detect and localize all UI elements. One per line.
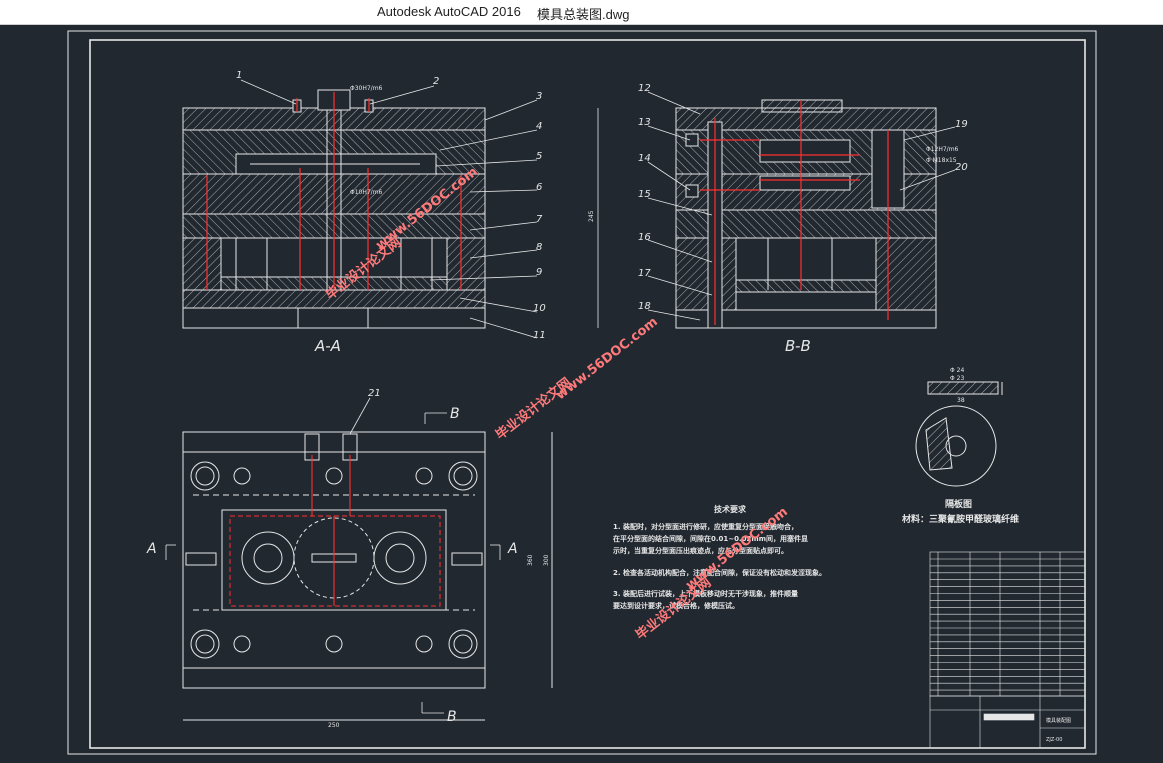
section-mark-b-top: B	[450, 406, 460, 422]
detail-label: 隔板图	[945, 498, 972, 510]
balloon-6: 6	[536, 182, 542, 193]
tech-line-3: 示时，当重复分型面压出痕迹点，应与分型面贴点即可。	[612, 546, 788, 555]
detail-dim-2: Φ 23	[950, 375, 964, 382]
balloon-16: 16	[638, 232, 651, 243]
detail-dim-3: 38	[957, 397, 965, 404]
dim-h-side: 245	[588, 210, 595, 222]
title-block-text: 模具装配图 ZJZ-00	[1046, 717, 1071, 743]
outer-frame	[67, 30, 1097, 755]
section-mark-a-right: A	[507, 541, 518, 557]
watermark-cn-2: 毕业设计论文网	[493, 375, 575, 444]
detail-dim-1: Φ 24	[950, 367, 964, 374]
section-view-aa[interactable]	[182, 89, 486, 329]
tech-title: 技术要求	[714, 504, 747, 514]
balloon-21: 21	[368, 388, 381, 399]
balloon-4: 4	[536, 121, 542, 132]
detail-dims: Φ 24 Φ 23 38	[950, 367, 965, 404]
balloon-17: 17	[638, 268, 651, 279]
dim-w-bottom: 250	[328, 722, 340, 729]
tech-line-4: 2. 检查各活动机构配合，注意配合间隙，保证没有松动和发涩现象。	[613, 568, 826, 577]
parts-list[interactable]	[929, 551, 1086, 749]
detail-material: 材料：三聚氰胺甲醛玻璃纤维	[901, 513, 1019, 525]
fit-label-1: Φ30H7/m6	[350, 85, 383, 92]
balloon-5: 5	[536, 151, 542, 162]
balloon-14: 14	[638, 153, 651, 164]
fit-label-3: Φ12H7/m6	[926, 146, 959, 153]
file-name: 模具总装图.dwg	[537, 7, 630, 22]
cad-drawing: 1 2 3 4 5 6 7 8 9 10 11 Φ30H7/m6 Φ10H7/m…	[67, 30, 1097, 755]
fits-aa: Φ30H7/m6 Φ10H7/m6	[350, 85, 383, 196]
balloon-13: 13	[638, 117, 651, 128]
inner-frame	[89, 39, 1086, 749]
balloon-1: 1	[236, 70, 242, 81]
view-label-aa: A-A	[314, 337, 341, 355]
tech-line-5: 3. 装配后进行试装，上下模板移动时无干涉现象，推件顺量	[613, 589, 798, 598]
leaders-aa	[240, 79, 538, 339]
detail-view[interactable]	[915, 381, 1003, 487]
balloon-18: 18	[638, 301, 651, 312]
balloons-aa: 1 2 3 4 5 6 7 8 9 10 11	[236, 70, 546, 341]
balloon-10: 10	[533, 303, 546, 314]
view-label-bb: B-B	[785, 337, 811, 355]
drawing-canvas[interactable]: 1 2 3 4 5 6 7 8 9 10 11 Φ30H7/m6 Φ10H7/m…	[0, 25, 1163, 759]
section-arrows	[165, 397, 501, 714]
balloon-19: 19	[955, 119, 968, 130]
balloon-11: 11	[533, 330, 546, 341]
balloon-12: 12	[638, 83, 651, 94]
plan-view[interactable]	[182, 431, 553, 721]
balloon-3: 3	[536, 91, 542, 102]
dims-plan: 250 360 300	[328, 554, 550, 729]
section-mark-b-bottom: B	[447, 709, 457, 725]
drawing-number: ZJZ-00	[1046, 737, 1062, 743]
balloon-2: 2	[433, 76, 439, 87]
tech-line-6: 要达到设计要求，试模合格，修模压试。	[613, 601, 739, 610]
tech-line-1: 1. 装配时，对分型面进行修研，应使重复分型面接触吻合，	[613, 522, 798, 531]
section-mark-a-left: A	[146, 541, 157, 557]
tech-line-2: 在平分型面的结合间隙，间隙在0.01~0.02mm间，用塞件显	[613, 534, 808, 543]
balloon-8: 8	[536, 242, 542, 253]
tech-requirements: 1. 装配时，对分型面进行修研，应使重复分型面接触吻合， 在平分型面的结合间隙，…	[612, 522, 826, 610]
balloon-7: 7	[536, 214, 543, 225]
dim-h-plan2: 300	[543, 554, 550, 566]
fits-bb: Φ12H7/m6 Φ M18x15 245	[588, 146, 959, 222]
app-title: Autodesk AutoCAD 2016	[377, 4, 521, 19]
leaders-bb	[597, 91, 956, 328]
drawing-name: 模具装配图	[1046, 717, 1071, 724]
dim-h-plan1: 360	[527, 554, 534, 566]
section-markers: A A B B 21	[146, 388, 518, 725]
fit-label-2: Φ10H7/m6	[350, 189, 383, 196]
balloons-bb: 12 13 14 15 16 17 18 19 20	[638, 83, 968, 312]
balloon-15: 15	[638, 189, 651, 200]
fit-label-4: Φ M18x15	[926, 157, 957, 164]
balloon-20: 20	[955, 162, 968, 173]
balloon-9: 9	[536, 267, 542, 278]
title-bar: Autodesk AutoCAD 2016 模具总装图.dwg	[0, 0, 1163, 25]
section-view-bb[interactable]	[675, 99, 937, 329]
